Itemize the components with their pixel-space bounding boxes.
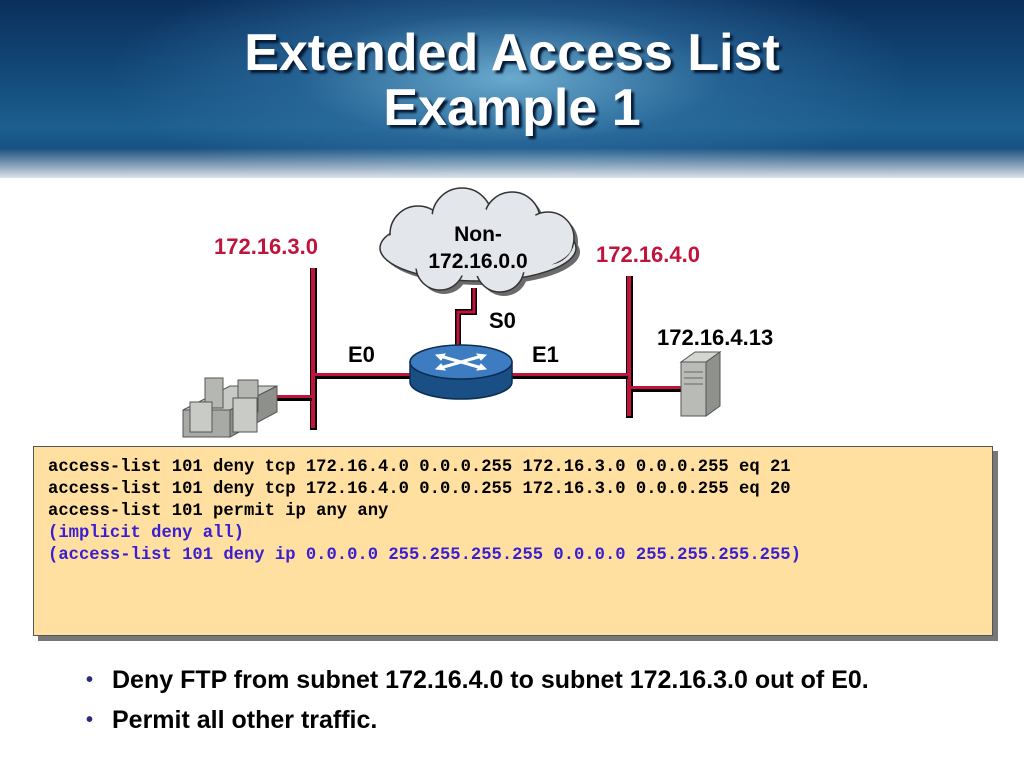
acl-comment-2: (access-list 101 deny ip 0.0.0.0 255.255… <box>48 546 801 565</box>
cloud-label-line1: Non- <box>454 223 502 246</box>
slide-title: Extended Access List Example 1 <box>0 26 1024 136</box>
title-line-1: Extended Access List <box>244 24 780 82</box>
acl-comment-1: (implicit deny all) <box>48 524 244 543</box>
bullet-item: • Permit all other traffic. <box>86 700 986 740</box>
router-icon <box>409 344 513 400</box>
serial-link <box>455 288 477 348</box>
bullet-dot-icon: • <box>86 709 94 731</box>
bullet-text-1: Deny FTP from subnet 172.16.4.0 to subne… <box>112 666 869 694</box>
bullet-list: • Deny FTP from subnet 172.16.4.0 to sub… <box>86 660 986 740</box>
server-ip-label: 172.16.4.13 <box>657 325 773 350</box>
net-left-label: 172.16.3.0 <box>214 234 318 259</box>
net-right-label: 172.16.4.0 <box>596 242 700 267</box>
acl-line-2: access-list 101 deny tcp 172.16.4.0 0.0.… <box>48 480 791 499</box>
e1-label: E1 <box>532 342 559 367</box>
cloud-icon <box>379 187 580 296</box>
acl-line-3: access-list 101 permit ip any any <box>48 502 389 521</box>
acl-line-1: access-list 101 deny tcp 172.16.4.0 0.0.… <box>48 458 791 477</box>
workstation-icon <box>182 377 278 438</box>
title-line-2: Example 1 <box>383 79 641 137</box>
serial-label: S0 <box>489 308 516 333</box>
segment-left <box>275 268 317 430</box>
access-list-box: access-list 101 deny tcp 172.16.4.0 0.0.… <box>33 446 993 636</box>
title-banner <box>0 0 1024 178</box>
bullet-dot-icon: • <box>86 669 94 691</box>
bullet-text-2: Permit all other traffic. <box>112 706 378 734</box>
e0-label: E0 <box>348 342 375 367</box>
bullet-item: • Deny FTP from subnet 172.16.4.0 to sub… <box>86 660 986 700</box>
server-icon <box>679 351 722 417</box>
segment-right <box>626 276 681 418</box>
cloud-label-line2: 172.16.0.0 <box>428 250 527 273</box>
